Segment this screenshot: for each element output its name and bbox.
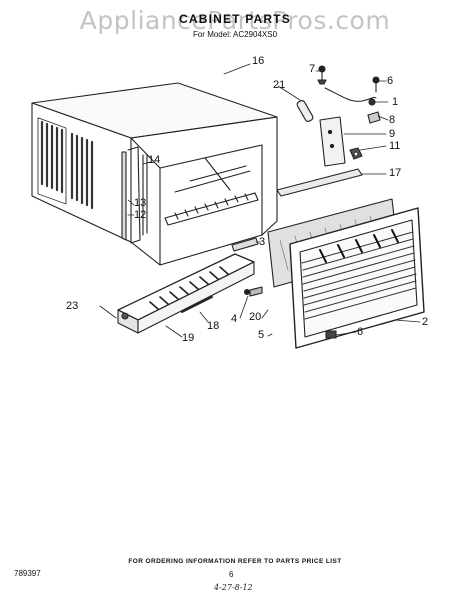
callout-7: 6 (387, 75, 394, 87)
diagram-title: CABINET PARTS (178, 12, 292, 26)
callout-5: 5 (258, 329, 265, 341)
model-subtitle: For Model: AC2904XS0 (192, 30, 278, 39)
hardware-group (296, 65, 381, 167)
ordering-note: FOR ORDERING INFORMATION REFER TO PARTS … (128, 558, 342, 565)
callout-16: 16 (252, 55, 265, 67)
leader-lines (99, 63, 421, 338)
callout-3: 3 (259, 236, 266, 248)
callout-9: 8 (389, 114, 396, 126)
base-tray (117, 253, 255, 334)
callout-13: 12 (134, 209, 147, 221)
callout-15: 14 (148, 154, 161, 166)
callout-20: 20 (249, 311, 262, 323)
document-code: 789397 (14, 569, 41, 578)
callout-14: 13 (134, 197, 147, 209)
handwritten-note: 4-27-8-12 (214, 583, 253, 592)
cabinet-shell (31, 82, 278, 266)
callout-11: 9 (389, 128, 396, 140)
page-number: 6 (229, 570, 234, 579)
callout-6: 6 (357, 326, 364, 338)
callout-19: 19 (182, 332, 195, 344)
callout-23: 23 (66, 300, 79, 312)
callout-4: 4 (231, 313, 238, 325)
callout-1: 1 (392, 96, 399, 108)
callout-21: 21 (273, 79, 286, 91)
callout-12: 11 (389, 140, 401, 152)
callout-8: 7 (309, 63, 316, 75)
callout-17: 17 (389, 167, 402, 179)
callout-18: 18 (207, 320, 220, 332)
callout-2: 2 (422, 316, 429, 328)
watermark-logo: AppliancePartsPros.com (79, 6, 391, 35)
front-panel-assembly (231, 168, 425, 349)
